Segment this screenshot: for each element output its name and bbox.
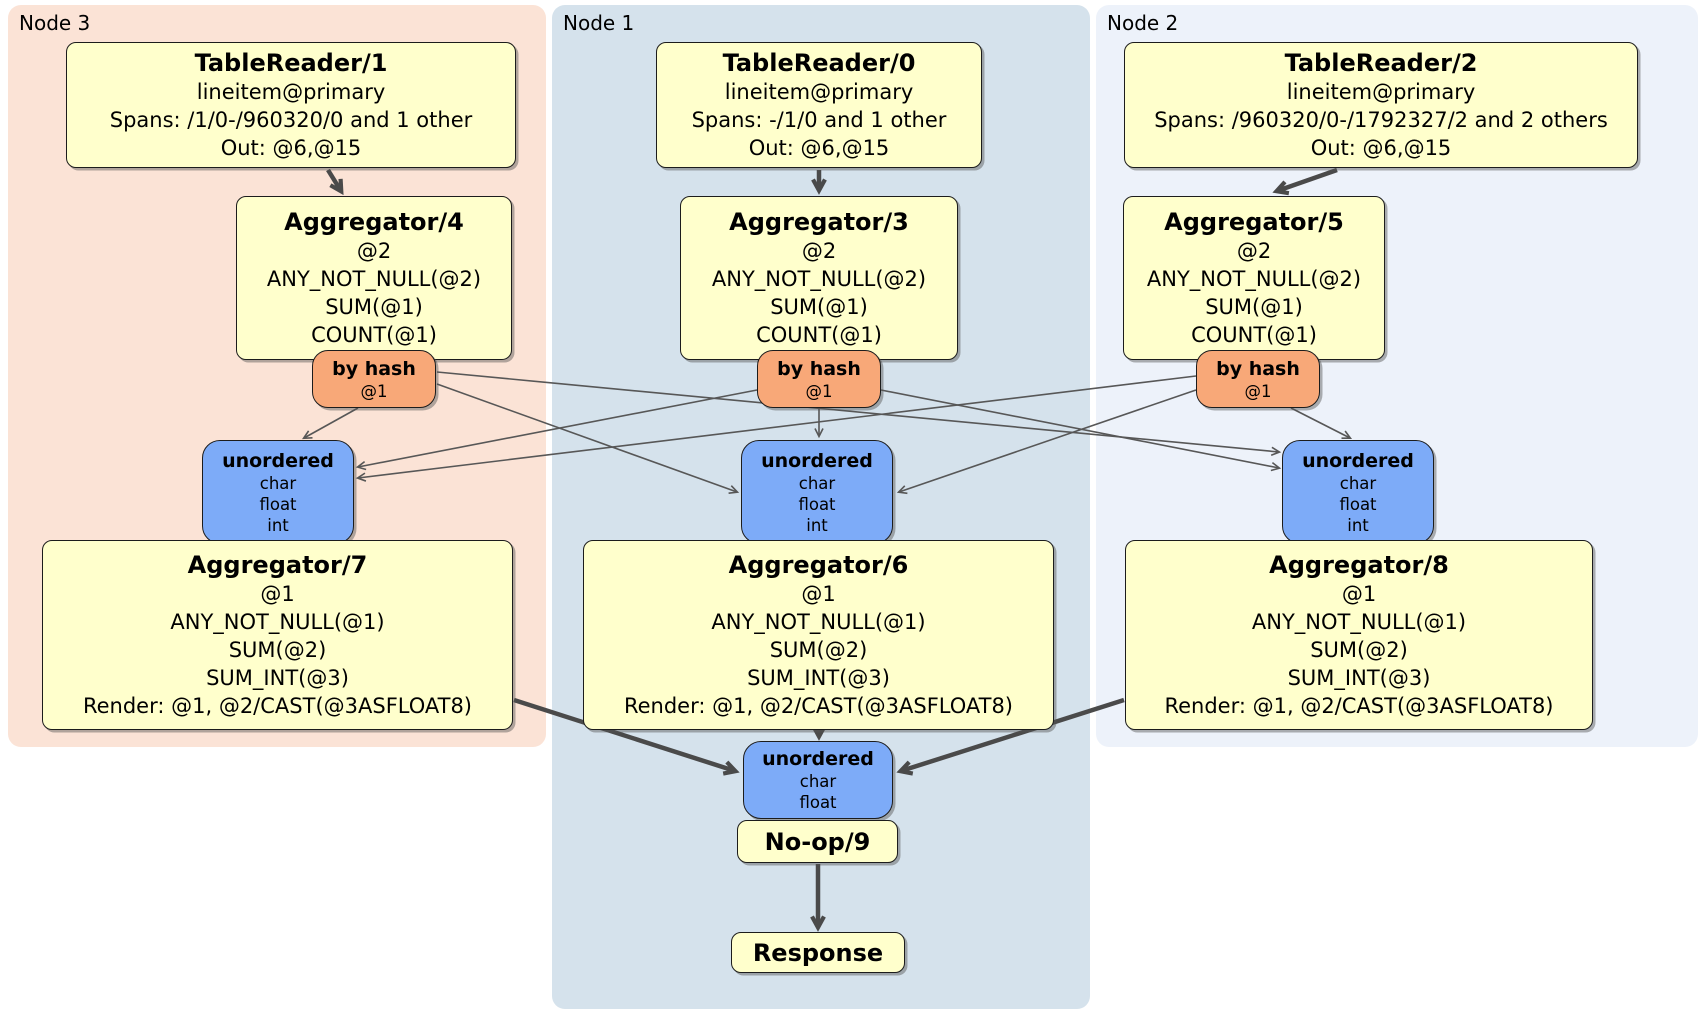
box-line: ANY_NOT_NULL(@2) [711, 267, 927, 291]
table-reader-1-box: TableReader/1 lineitem@primary Spans: /1… [66, 42, 516, 168]
aggregator-3-box: Aggregator/3 @2 ANY_NOT_NULL(@2) SUM(@1)… [680, 196, 958, 360]
router-line: @1 [360, 381, 388, 401]
sync-title: unordered [222, 449, 334, 472]
box-line: ANY_NOT_NULL(@1) [1251, 610, 1467, 634]
box-title: TableReader/0 [722, 49, 916, 77]
box-title: Aggregator/3 [729, 208, 909, 236]
aggregator-8-box: Aggregator/8 @1 ANY_NOT_NULL(@1) SUM(@2)… [1125, 540, 1593, 730]
box-line: SUM(@1) [770, 295, 868, 319]
sync-line: char [799, 772, 837, 791]
sync-line: int [267, 515, 289, 535]
box-line: COUNT(@1) [1191, 323, 1317, 347]
router-title: by hash [332, 357, 416, 380]
box-line: @1 [260, 582, 295, 606]
sync-line: char [798, 473, 836, 493]
aggregator-5-box: Aggregator/5 @2 ANY_NOT_NULL(@2) SUM(@1)… [1123, 196, 1385, 360]
table-reader-2-box: TableReader/2 lineitem@primary Spans: /9… [1124, 42, 1638, 168]
sync-line: char [259, 473, 297, 493]
box-line: Render: @1, @2/CAST(@3ASFLOAT8) [623, 694, 1014, 718]
box-line: ANY_NOT_NULL(@1) [170, 610, 385, 634]
box-line: Out: @6,@15 [220, 136, 362, 160]
box-line: SUM(@1) [325, 295, 423, 319]
sync-line: float [799, 793, 837, 812]
box-title: TableReader/1 [194, 49, 388, 77]
by-hash-router-node3: by hash @1 [312, 350, 436, 408]
box-line: @2 [801, 239, 837, 263]
box-line: COUNT(@1) [311, 323, 437, 347]
unordered-sync-final: unordered char float [743, 741, 893, 819]
box-line: Spans: -/1/0 and 1 other [691, 108, 947, 132]
router-title: by hash [1216, 357, 1300, 380]
box-line: SUM_INT(@3) [747, 666, 890, 690]
router-line: @1 [805, 381, 833, 401]
box-title: Response [752, 938, 884, 967]
router-title: by hash [777, 357, 861, 380]
node2-label: Node 2 [1107, 11, 1179, 35]
box-line: lineitem@primary [1286, 80, 1476, 104]
box-line: COUNT(@1) [756, 323, 882, 347]
router-line: @1 [1244, 381, 1272, 401]
box-line: ANY_NOT_NULL(@2) [1146, 267, 1362, 291]
box-line: @1 [1341, 582, 1377, 606]
box-line: SUM_INT(@3) [1287, 666, 1431, 690]
box-line: SUM(@1) [1205, 295, 1303, 319]
box-title: Aggregator/8 [1269, 551, 1449, 579]
box-line: SUM_INT(@3) [206, 666, 349, 690]
box-line: Render: @1, @2/CAST(@3ASFLOAT8) [1164, 694, 1554, 718]
noop-9-box: No-op/9 [737, 820, 898, 863]
box-line: lineitem@primary [196, 80, 386, 104]
sync-title: unordered [1302, 449, 1414, 472]
unordered-sync-node1: unordered char float int [741, 440, 893, 544]
box-title: No-op/9 [764, 827, 871, 856]
by-hash-router-node1: by hash @1 [757, 350, 881, 408]
by-hash-router-node2: by hash @1 [1196, 350, 1320, 408]
sync-line: float [1339, 494, 1377, 514]
box-line: SUM(@2) [1310, 638, 1408, 662]
sync-line: int [1347, 515, 1369, 535]
sync-title: unordered [761, 449, 873, 472]
aggregator-4-box: Aggregator/4 @2 ANY_NOT_NULL(@2) SUM(@1)… [236, 196, 512, 360]
box-line: Out: @6,@15 [748, 136, 890, 160]
box-line: Render: @1, @2/CAST(@3ASFLOAT8) [82, 694, 473, 718]
box-title: Aggregator/6 [728, 551, 909, 579]
sync-line: float [259, 494, 297, 514]
box-line: SUM(@2) [228, 638, 327, 662]
box-title: TableReader/2 [1284, 49, 1478, 77]
box-line: SUM(@2) [769, 638, 868, 662]
box-line: Spans: /960320/0-/1792327/2 and 2 others [1154, 108, 1608, 132]
box-line: Spans: /1/0-/960320/0 and 1 other [109, 108, 473, 132]
box-line: ANY_NOT_NULL(@2) [266, 267, 482, 291]
box-line: @2 [356, 239, 392, 263]
box-title: Aggregator/7 [187, 551, 368, 579]
response-box: Response [731, 932, 905, 973]
sync-line: int [806, 515, 828, 535]
box-line: @1 [801, 582, 836, 606]
sync-title: unordered [762, 748, 874, 770]
sync-line: float [798, 494, 836, 514]
aggregator-6-box: Aggregator/6 @1 ANY_NOT_NULL(@1) SUM(@2)… [583, 540, 1054, 730]
box-line: lineitem@primary [724, 80, 914, 104]
unordered-sync-node2: unordered char float int [1282, 440, 1434, 544]
box-line: Out: @6,@15 [1310, 136, 1452, 160]
node3-label: Node 3 [19, 11, 91, 35]
unordered-sync-node3: unordered char float int [202, 440, 354, 544]
aggregator-7-box: Aggregator/7 @1 ANY_NOT_NULL(@1) SUM(@2)… [42, 540, 513, 730]
box-title: Aggregator/4 [284, 208, 464, 236]
box-line: @2 [1236, 239, 1272, 263]
box-title: Aggregator/5 [1164, 208, 1344, 236]
node1-label: Node 1 [563, 11, 635, 35]
sync-line: char [1339, 473, 1377, 493]
box-line: ANY_NOT_NULL(@1) [711, 610, 926, 634]
table-reader-0-box: TableReader/0 lineitem@primary Spans: -/… [656, 42, 982, 168]
